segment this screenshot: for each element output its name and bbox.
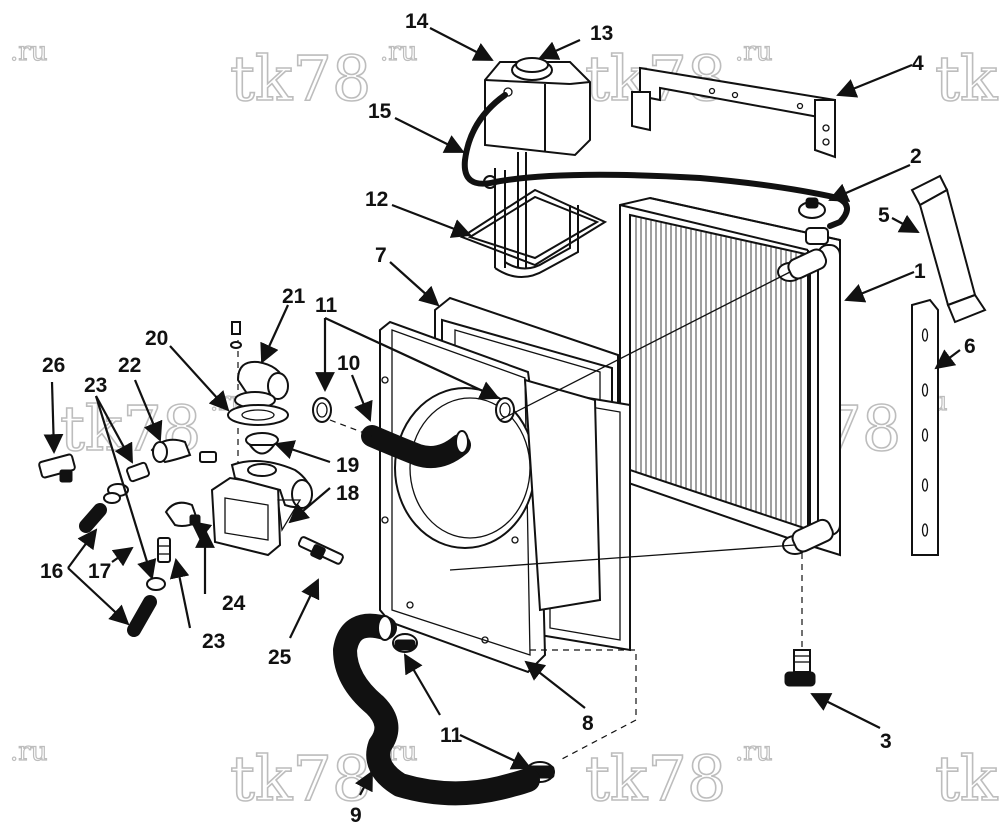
radiator-core: [619, 196, 841, 557]
watermark: tk78 .ru: [229, 736, 418, 815]
callout-11-top: 11: [315, 294, 338, 317]
radiator-cap: [798, 197, 826, 219]
hex-nipple: [107, 461, 150, 497]
callout-10: 10: [337, 352, 360, 375]
reservoir-bracket: [459, 168, 608, 278]
heater-hose-upper: [79, 503, 107, 533]
drain-cock: [784, 649, 816, 687]
callout-3: 3: [880, 730, 892, 753]
water-outlet-elbow: [234, 360, 289, 409]
watermark: tk78 .ru: [584, 736, 773, 815]
side-bracket: [910, 174, 987, 324]
callout-labels: 1 2 3 4 5 6 7 8 9 10 11 11 12 13 14 15 1…: [40, 10, 976, 827]
callout-24: 24: [222, 592, 246, 615]
callout-14: 14: [405, 10, 429, 33]
callout-9: 9: [350, 804, 362, 827]
hose-barb: [157, 537, 171, 563]
thermostat-bolt: [230, 321, 242, 349]
top-bracket: [631, 66, 836, 159]
coolant-reservoir: [484, 57, 591, 172]
watermark: .ru: [9, 736, 48, 767]
heater-hose-lower: [127, 595, 157, 637]
lower-hose: [333, 613, 540, 806]
outlet-gasket: [227, 404, 289, 426]
watermark-suffix: .ru: [10, 737, 47, 767]
watermark-suffix: .ru: [735, 737, 772, 767]
watermark: tk78: [934, 741, 1000, 816]
leader-arrows: [43, 27, 961, 796]
watermark-text: tk78: [935, 742, 1000, 815]
watermark-suffix: .ru: [380, 37, 417, 67]
callout-4: 4: [912, 52, 924, 75]
upper-hose: [361, 425, 471, 468]
watermark: tk78 .ru: [934, 41, 1000, 116]
watermark: .ru: [9, 36, 48, 67]
callout-23-bottom: 23: [202, 630, 225, 653]
callout-22: 22: [118, 354, 141, 377]
watermark-text: tk78: [935, 42, 1000, 115]
elbow-fitting-lower: [164, 501, 201, 527]
callout-12: 12: [365, 188, 388, 211]
callout-18: 18: [336, 482, 360, 505]
hose-clamp-upper-left: [312, 397, 332, 423]
watermark-text: tk78: [230, 42, 371, 115]
hose-clamp-small: [103, 492, 166, 591]
callout-6: 6: [964, 335, 976, 358]
temperature-sender: [297, 536, 344, 565]
callout-7: 7: [375, 244, 387, 267]
callout-26: 26: [42, 354, 65, 377]
callout-25: 25: [268, 646, 292, 669]
watermark-text: tk78: [585, 742, 726, 815]
drain-valve: [38, 453, 76, 483]
callout-23-top: 23: [84, 374, 107, 397]
callout-16: 16: [40, 560, 63, 583]
callout-20: 20: [145, 327, 168, 350]
callout-17: 17: [88, 560, 111, 583]
thermostat: [245, 432, 279, 455]
thermostat-housing: [210, 460, 314, 557]
callout-5: 5: [878, 204, 890, 227]
callout-8: 8: [582, 712, 594, 735]
alignment-lines: [237, 271, 803, 761]
callout-13: 13: [590, 22, 613, 45]
watermark-suffix: .ru: [735, 37, 772, 67]
watermark-text: tk78: [230, 742, 371, 815]
callout-21: 21: [282, 285, 306, 308]
support-strip: [911, 298, 939, 556]
hose-clamp-lower-left: [392, 633, 418, 653]
hose-clamp-upper-right: [495, 397, 515, 423]
watermark: tk78 .ru: [229, 36, 418, 115]
elbow-fitting: [150, 438, 217, 464]
watermark-suffix: .ru: [10, 37, 47, 67]
callout-2: 2: [910, 145, 922, 168]
callout-1: 1: [914, 260, 926, 283]
callout-11-bottom: 11: [440, 724, 463, 747]
callout-19: 19: [336, 454, 359, 477]
callout-15: 15: [368, 100, 392, 123]
